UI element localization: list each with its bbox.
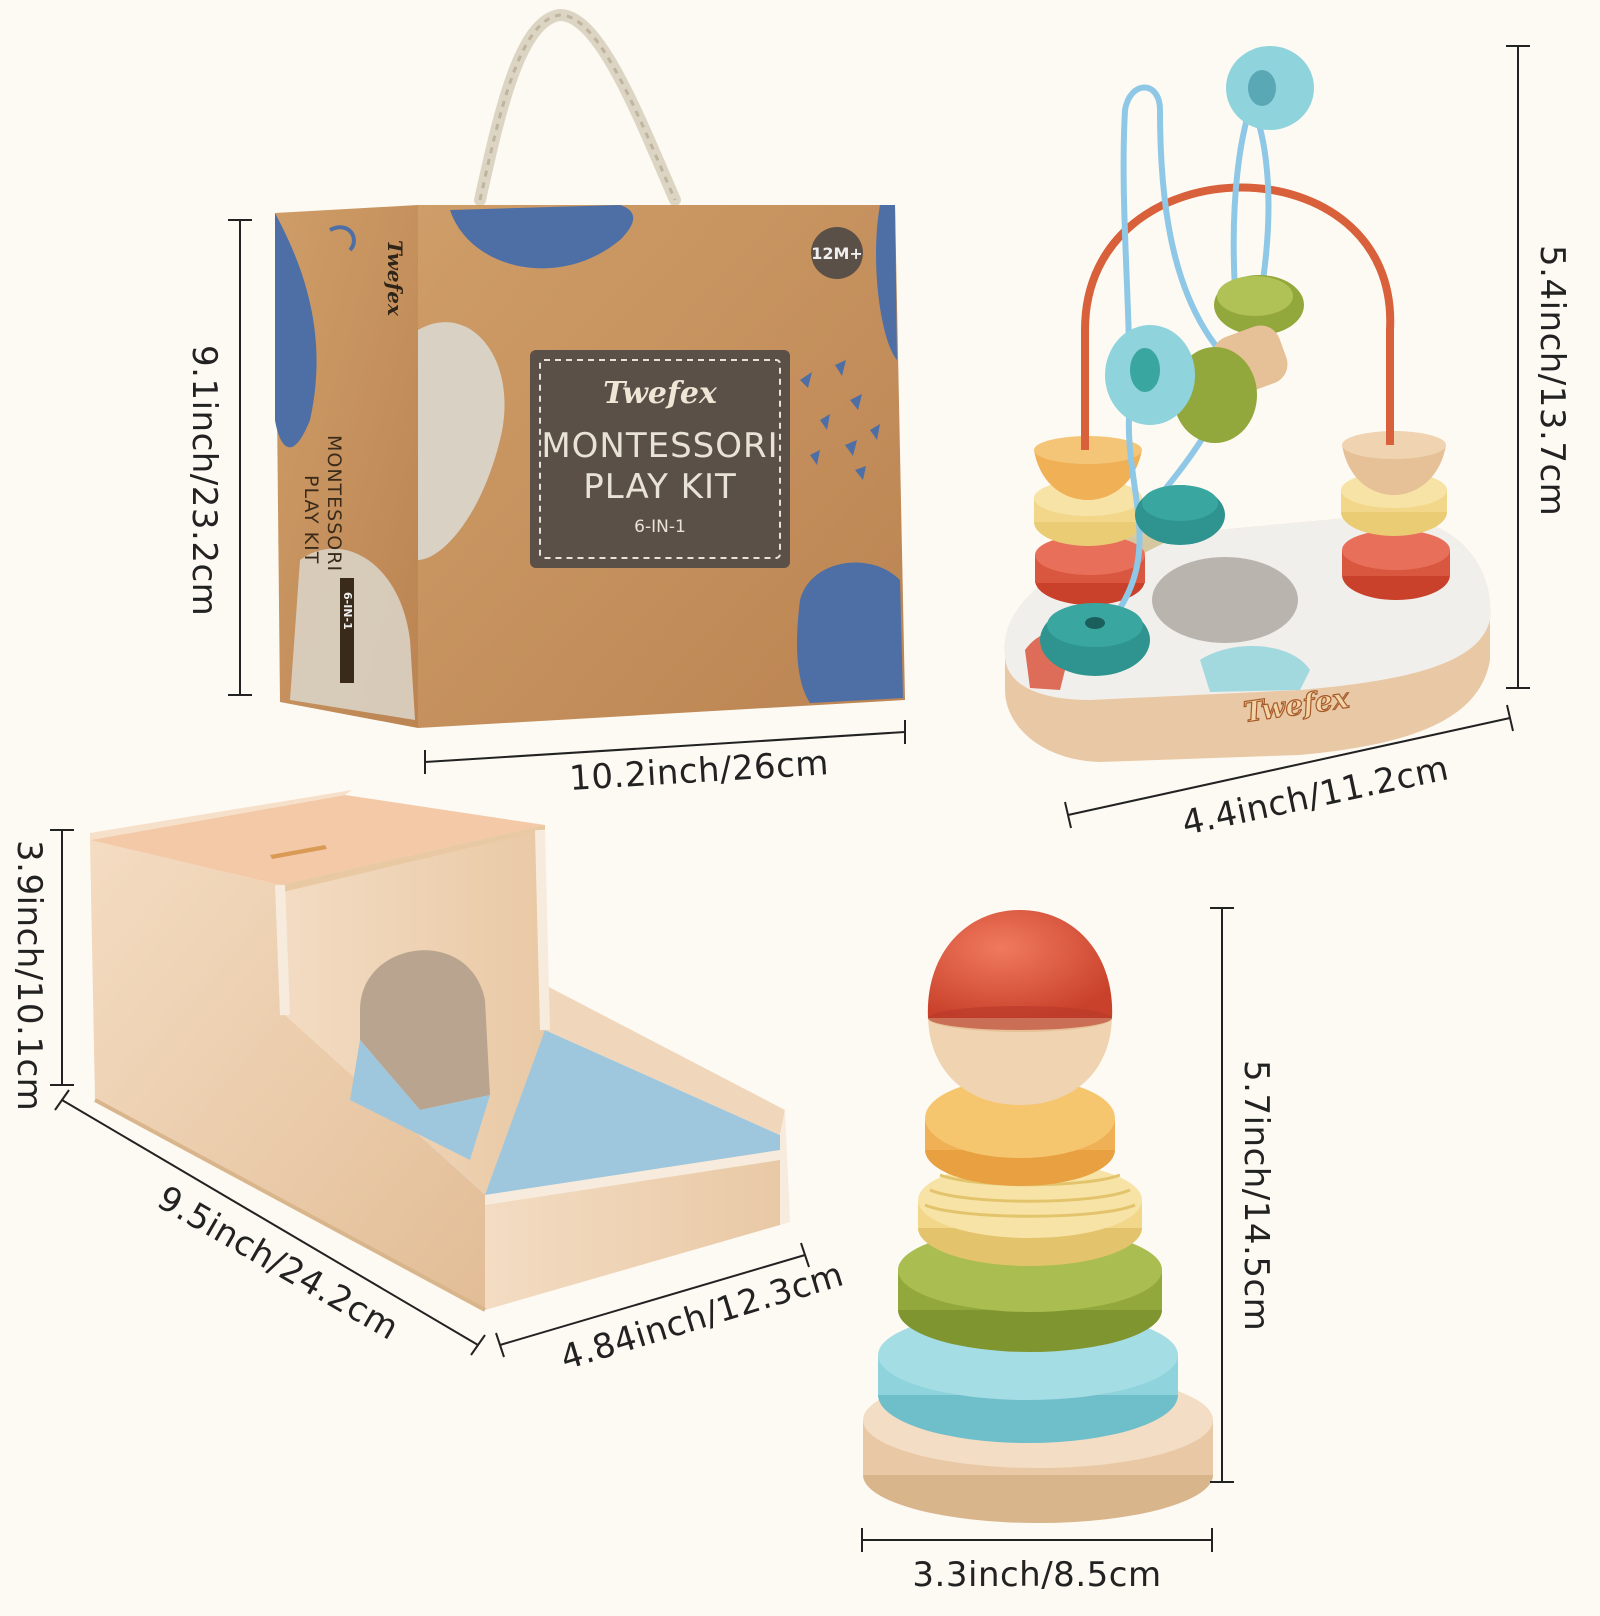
box-brand-logo: Twefex [603, 376, 718, 411]
stacker-wood-half [928, 1018, 1112, 1105]
age-badge [811, 227, 863, 279]
box-side-title-line1: MONTESSORI [323, 435, 345, 572]
stacker-height-dimension: 5.7inch/14.5cm [1210, 907, 1276, 1483]
box-label-panel [530, 350, 790, 568]
ring-stacker [863, 910, 1213, 1523]
coin-slot [270, 845, 327, 859]
box-height-dimension: 9.1inch/23.2cm [184, 219, 252, 696]
permanence-height-dimension: 3.9inch/10.1cm [9, 829, 74, 1111]
tunnel-opening [360, 950, 490, 1110]
stacker-width-dimension: 3.3inch/8.5cm [861, 1528, 1213, 1595]
stacker-ring-orange [925, 1078, 1115, 1158]
maze-height-label: 5.4inch/13.7cm [1532, 245, 1572, 516]
permanence-height-label: 3.9inch/10.1cm [9, 840, 49, 1111]
stacker-width-label: 3.3inch/8.5cm [912, 1555, 1161, 1595]
box-title-line2: PLAY KIT [583, 467, 737, 507]
box-title-line1: MONTESSORI [541, 426, 778, 466]
bead-maze: Twefex [1004, 46, 1491, 762]
box-lid [90, 795, 545, 885]
box-front [90, 840, 485, 1310]
box-subtitle: 6-IN-1 [634, 517, 686, 537]
bead-maze-mirror [1148, 553, 1302, 647]
rope-handle [474, 8, 681, 206]
age-badge-text: 12M+ [811, 244, 863, 263]
box-width-dimension: 10.2inch/26cm [424, 720, 906, 799]
box-side-subtitle: 6-IN-1 [341, 592, 354, 630]
stacker-height-label: 5.7inch/14.5cm [1236, 1060, 1276, 1331]
box-side-title-line2: PLAY KIT [300, 475, 322, 564]
permanence-box [90, 790, 790, 1312]
right-peg-stack [1341, 431, 1450, 600]
box-height-label: 9.1inch/23.2cm [184, 345, 224, 616]
maze-width-label: 4.4inch/11.2cm [1179, 748, 1453, 844]
product-box: 12M+ Twefex MONTESSORI PLAY KIT 6-IN-1 T… [275, 8, 905, 728]
box-side-brand: Twefex [383, 240, 407, 317]
stacker-red-dome [927, 910, 1113, 1018]
maze-height-dimension: 5.4inch/13.7cm [1506, 45, 1572, 689]
